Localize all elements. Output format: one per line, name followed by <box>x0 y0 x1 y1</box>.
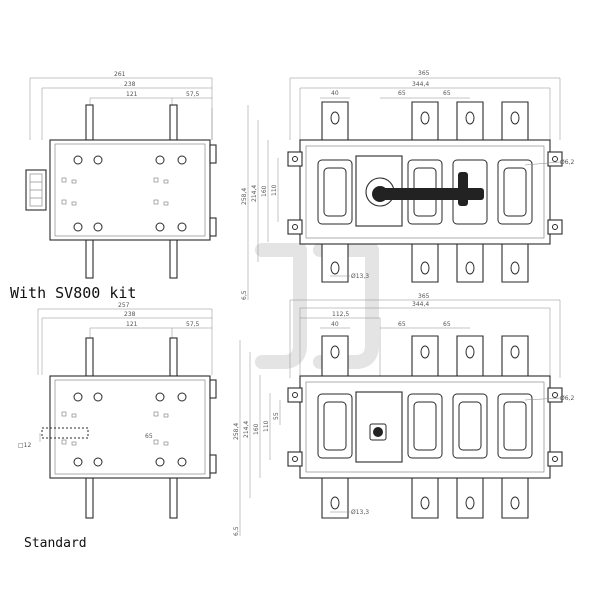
dim-inner-height: 110 <box>271 184 278 196</box>
rotary-mechanism-std <box>355 391 403 463</box>
dim-shaft-height: 55 <box>273 412 280 420</box>
operating-handle <box>374 188 484 200</box>
dim-pole-pitch-2: 65 <box>443 90 451 97</box>
dim-shaft-square: □12 <box>18 442 31 449</box>
dim-overall-depth-std: 257 <box>118 302 130 309</box>
front-view-kit: 365 344,4 40 65 65 258,4 214,4 160 110 6… <box>241 70 574 300</box>
dim-fixing-width-std: 344,4 <box>412 301 429 308</box>
dim-terminal-hole-std: Ø13,3 <box>351 509 369 516</box>
dim-body-height: 160 <box>261 185 268 197</box>
dim-fixing-width: 344,4 <box>412 81 429 88</box>
dim-terminal-hole: Ø13,3 <box>351 273 369 280</box>
dim-side-hole: Ø6,2 <box>560 159 574 166</box>
dim-shaft-offset: 65 <box>145 433 153 440</box>
dim-rail-offset-std: 57,5 <box>186 321 200 328</box>
shaft-socket <box>369 423 387 441</box>
caption-with-kit: With SV800 kit <box>10 284 137 302</box>
dim-pole-offset-std: 40 <box>331 321 339 328</box>
dim-overall-height-std: 258,4 <box>233 423 240 440</box>
dim-body-depth: 238 <box>124 81 136 88</box>
dim-inner-height-std: 110 <box>263 420 270 432</box>
dim-overall-depth: 261 <box>114 71 126 78</box>
dim-rail-spacing: 121 <box>126 91 138 98</box>
dim-pole-pitch-1-std: 65 <box>398 321 406 328</box>
dim-pole-offset: 40 <box>331 90 339 97</box>
dim-body-depth-std: 238 <box>124 311 136 318</box>
side-view-kit: 261 238 121 57,5 <box>25 71 217 279</box>
dim-terminal-offset-std: 6,5 <box>233 526 240 536</box>
dim-overall-width: 365 <box>418 70 430 77</box>
watermark-logo <box>255 243 379 369</box>
dim-pole-pitch-1: 65 <box>398 90 406 97</box>
front-view-standard: 365 344,4 112,5 40 65 65 258,4 214,4 160… <box>233 293 574 536</box>
dim-overall-width-std: 365 <box>418 293 430 300</box>
side-view-standard: 257 238 121 57,5 □12 65 <box>18 302 217 519</box>
dim-pole-pitch-2-std: 65 <box>443 321 451 328</box>
caption-standard: Standard <box>24 536 87 551</box>
dim-side-hole-std: Ø6,2 <box>560 395 574 402</box>
switch-body-front-std <box>299 375 551 479</box>
dim-terminal-height: 214,4 <box>251 185 258 202</box>
dim-handle-offset: 112,5 <box>332 311 349 318</box>
dim-terminal-height-std: 214,4 <box>243 421 250 438</box>
dim-rail-spacing-std: 121 <box>126 321 138 328</box>
dim-terminal-offset: 6,5 <box>241 290 248 300</box>
dim-rail-offset: 57,5 <box>186 91 200 98</box>
dim-overall-height: 258,4 <box>241 188 248 205</box>
dim-body-height-std: 160 <box>253 423 260 435</box>
